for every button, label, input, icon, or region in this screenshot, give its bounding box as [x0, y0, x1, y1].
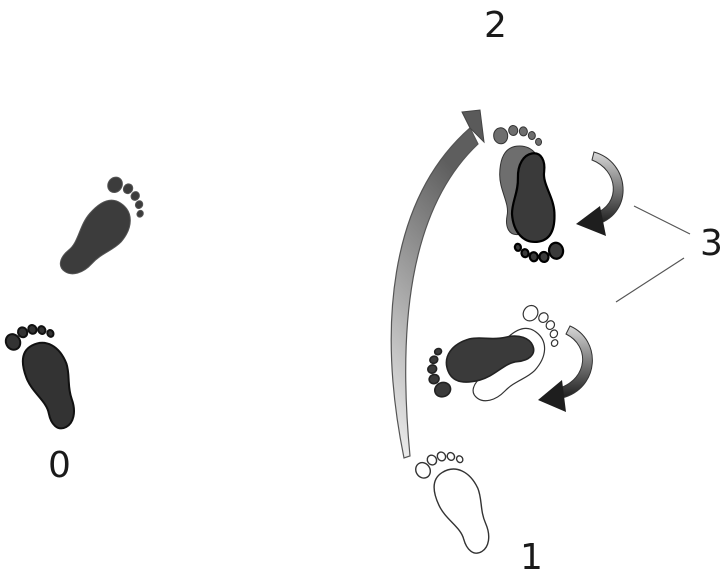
step1-white-footprint — [412, 442, 510, 559]
upper-rotation-arrow — [576, 152, 623, 236]
step1-label: 1 — [520, 540, 543, 576]
step0-upper-footprint — [53, 173, 153, 290]
transfer-arc-arrow — [391, 110, 484, 458]
step2-label: 2 — [484, 8, 507, 44]
label3-leader-lines — [616, 206, 690, 302]
step0-lower-footprint — [3, 315, 96, 433]
step3-label: 3 — [700, 226, 723, 262]
lower-rotation-arrow — [538, 326, 592, 412]
step0-label: 0 — [48, 448, 71, 484]
